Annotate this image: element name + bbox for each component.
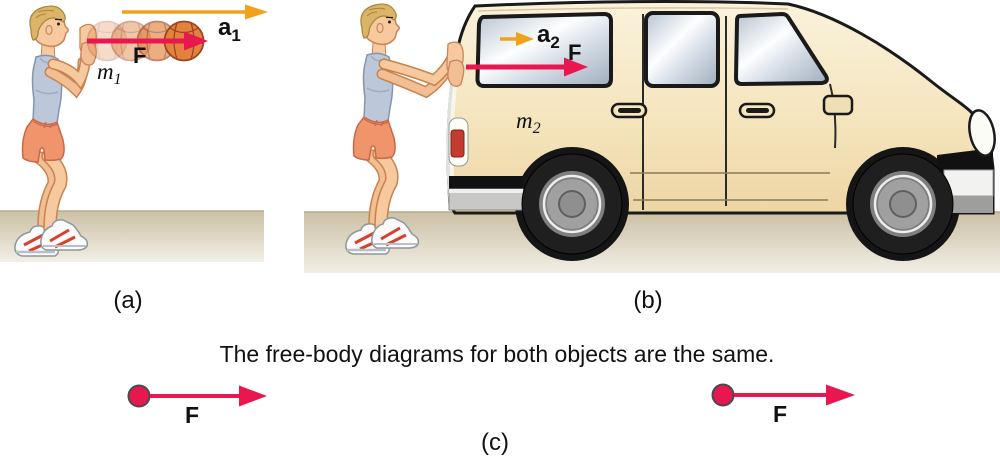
acceleration-arrow-a1 [122,4,268,20]
accel-label-a1: a1 [218,14,241,45]
rear-wheel [521,153,623,255]
panel-b-label: (b) [633,287,662,314]
mass-label-m2: m2 [516,108,541,137]
fbd-right-force-arrow [734,384,855,406]
fbd-right-dot [711,383,735,407]
fbd-left-force-label: F [185,402,199,428]
fbd-left: F [127,384,267,428]
hand [447,59,465,87]
fbd-left-force-arrow [150,385,267,407]
fbd-right-force-label: F [773,401,787,427]
headlight [968,109,996,157]
fbd-left-dot [127,384,151,408]
mass-label-m1: m1 [97,59,122,88]
car-middle-window [644,11,720,88]
acceleration-arrow-a2 [500,32,534,46]
force-arrow-a [87,31,208,51]
front-wheel [852,153,954,255]
side-mirror [822,94,854,116]
person-b [346,4,465,254]
force-label-b: F [568,40,581,65]
panel-c-label: (c) [481,429,509,456]
figure-caption: The free-body diagrams for both objects … [220,341,775,367]
rear-bumper [448,176,524,211]
door-handle [610,102,648,119]
taillight [448,117,469,167]
fbd-right: F [711,383,855,427]
force-arrow-b [466,57,588,77]
accel-label-a2: a2 [537,21,560,52]
car-front-window [733,11,829,87]
panel-a-label: (a) [113,287,142,314]
force-label-a: F [133,43,146,68]
door-handle [738,102,776,119]
